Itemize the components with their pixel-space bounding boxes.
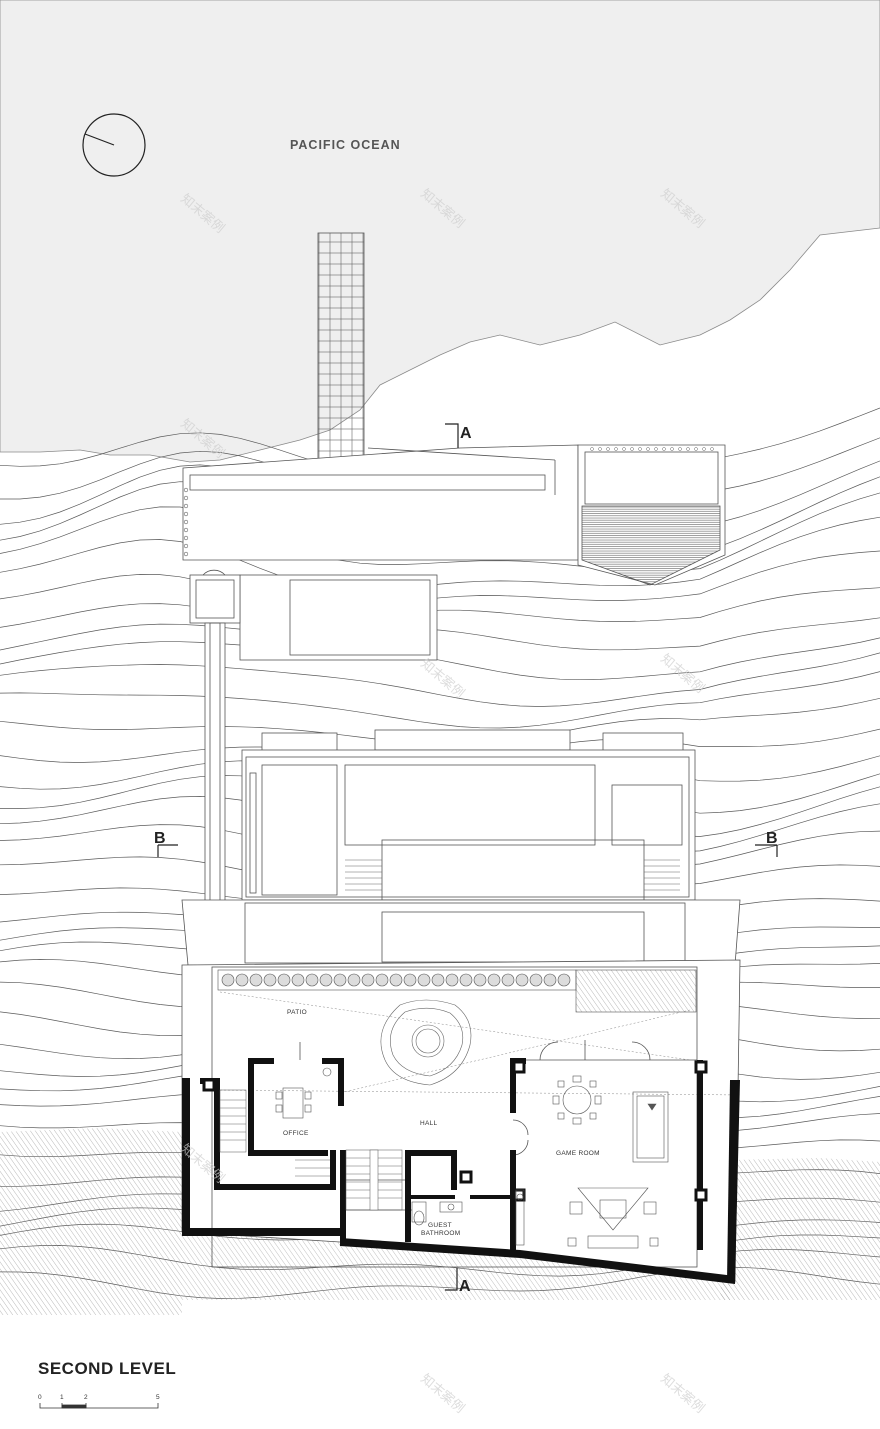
- ocean-label: PACIFIC OCEAN: [290, 138, 401, 152]
- upper-terrace: [182, 444, 579, 561]
- pool-edge-dots: [590, 447, 714, 451]
- planter-pot: [221, 973, 235, 987]
- planter-pot: [375, 973, 389, 987]
- lower-band: [181, 899, 741, 966]
- planter-pot: [333, 973, 347, 987]
- contour-line: [0, 652, 880, 707]
- room-label-office: OFFICE: [283, 1130, 309, 1137]
- planter-pot: [473, 973, 487, 987]
- section-label-b-right: B: [766, 830, 778, 847]
- terrace-column-dots: [183, 487, 189, 557]
- planter-pot: [403, 973, 417, 987]
- ocean-area: [0, 0, 880, 463]
- contour-line: [0, 516, 880, 591]
- pool: [577, 444, 726, 586]
- watermark-9: 知末案例: [658, 1371, 707, 1416]
- planter-pot: [291, 973, 305, 987]
- room-label-game-room: GAME ROOM: [556, 1150, 600, 1157]
- ground-hatch-left: [0, 1128, 182, 1315]
- watermark-5: 知末案例: [418, 656, 467, 701]
- contour-line: [0, 587, 880, 628]
- section-marker-b-right: [755, 844, 778, 857]
- lounge-seating: [567, 1187, 659, 1249]
- planter-pot: [235, 973, 249, 987]
- planter-pot: [263, 973, 277, 987]
- room-label-hall: HALL: [420, 1120, 438, 1127]
- planter-pot: [487, 973, 501, 987]
- middle-stairs: [345, 859, 680, 891]
- ground-hatch-bottom: [182, 1232, 730, 1300]
- hatched-planter: [575, 969, 697, 1013]
- contour-line: [0, 617, 880, 651]
- planter-pot: [459, 973, 473, 987]
- scale-tick-0: 0: [38, 1394, 42, 1401]
- planter-pot: [249, 973, 263, 987]
- planter-pot: [431, 973, 445, 987]
- watermark-6: 知末案例: [658, 651, 707, 696]
- contour-line: [0, 492, 880, 572]
- section-label-b-left: B: [154, 830, 166, 847]
- planter-pot: [277, 973, 291, 987]
- planter-pot: [515, 973, 529, 987]
- watermark-8: 知末案例: [418, 1371, 467, 1416]
- planter-pot: [445, 973, 459, 987]
- section-label-a-top: A: [460, 425, 472, 442]
- scale-tick-1: 1: [60, 1394, 64, 1401]
- sightlines: [211, 991, 741, 1096]
- tiled-walkway: [317, 232, 365, 466]
- contour-line: [0, 671, 880, 729]
- pool-table: [632, 1091, 669, 1163]
- room-label-patio: PATIO: [287, 1009, 307, 1016]
- planter-pot: [347, 973, 361, 987]
- planter-pot: [319, 973, 333, 987]
- planter-pot: [389, 973, 403, 987]
- room-label-guest-bathroom-line1: GUEST: [428, 1222, 452, 1229]
- patio-planters: [221, 973, 571, 987]
- office-desk: [275, 1067, 332, 1119]
- room-label-guest-bathroom-line2: BATHROOM: [421, 1230, 460, 1237]
- section-marker-a-top: [445, 423, 459, 448]
- bathroom-fixtures: [411, 1189, 525, 1246]
- contour-line: [0, 637, 880, 681]
- planter-pot: [557, 973, 571, 987]
- planter-pot: [501, 973, 515, 987]
- planter-pot: [305, 973, 319, 987]
- section-marker-b-left: [157, 844, 178, 857]
- planter-pot: [543, 973, 557, 987]
- ground-hatch-right: [720, 1158, 880, 1300]
- middle-level-block: [241, 729, 696, 901]
- lower-stairs: [219, 1089, 403, 1211]
- planter-pot: [417, 973, 431, 987]
- contour-line: [0, 550, 880, 610]
- scale-tick-5: 5: [156, 1394, 160, 1401]
- patio-tree: [380, 999, 472, 1086]
- planter-pot: [361, 973, 375, 987]
- scale-bar: [39, 1403, 159, 1409]
- scale-tick-2: 2: [84, 1394, 88, 1401]
- section-label-a-bottom: A: [459, 1278, 471, 1295]
- north-arrow-icon: [82, 113, 146, 177]
- columns: [202, 1060, 708, 1202]
- planter-pot: [529, 973, 543, 987]
- section-marker-a-bottom: [445, 1268, 458, 1291]
- dining-table: [552, 1075, 602, 1125]
- drawing-title: SECOND LEVEL: [38, 1359, 176, 1378]
